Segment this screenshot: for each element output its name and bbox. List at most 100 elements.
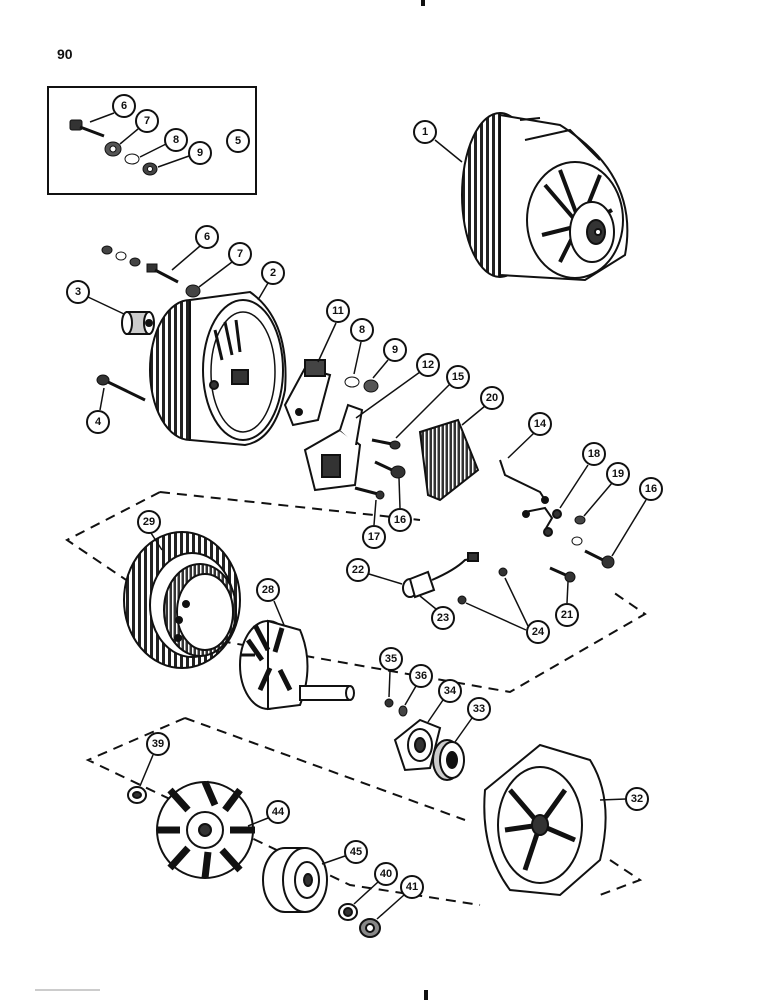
screw-16a [374, 460, 406, 479]
svg-text:5: 5 [235, 135, 241, 147]
svg-text:16: 16 [394, 514, 406, 526]
callout-17: 17 [362, 499, 386, 549]
svg-text:24: 24 [532, 626, 545, 638]
svg-text:36: 36 [415, 670, 427, 682]
callout-24: 24 [465, 577, 550, 644]
insulator [571, 536, 583, 546]
top-edge-mark [421, 0, 425, 6]
washer-19 [574, 515, 586, 525]
svg-text:19: 19 [612, 468, 624, 480]
regulator-12 [303, 403, 364, 492]
svg-text:23: 23 [437, 612, 449, 624]
callout-35: 35 [379, 647, 403, 698]
svg-text:9: 9 [197, 147, 203, 159]
callout-7-inset: 7 [119, 109, 159, 145]
svg-text:1: 1 [422, 126, 428, 138]
svg-text:8: 8 [359, 324, 365, 336]
callout-41: 41 [376, 875, 424, 920]
kit-inset-box [47, 86, 257, 195]
svg-text:35: 35 [385, 653, 397, 665]
washer-36 [398, 705, 408, 717]
screw-35 [384, 698, 394, 708]
screw-17 [354, 486, 385, 500]
collar-39 [127, 786, 147, 804]
svg-text:3: 3 [75, 286, 81, 298]
washer-8 [344, 376, 360, 388]
screw-21 [549, 566, 576, 583]
slip-ring-end-frame [149, 290, 287, 447]
svg-text:33: 33 [473, 703, 485, 715]
callout-9: 9 [372, 338, 407, 379]
callout-21: 21 [555, 581, 579, 627]
svg-text:12: 12 [422, 359, 434, 371]
svg-text:2: 2 [270, 267, 276, 279]
callout-15: 15 [395, 365, 470, 439]
screw-24b [457, 595, 467, 605]
page-number: 90 [57, 46, 73, 62]
callout-9-inset: 9 [157, 141, 212, 168]
bearing-3 [121, 311, 155, 335]
svg-text:14: 14 [534, 418, 547, 430]
stator-29 [123, 531, 241, 669]
svg-text:22: 22 [352, 564, 364, 576]
svg-text:18: 18 [588, 448, 600, 460]
bottom-edge-mark [424, 990, 428, 1000]
callout-5: 5 [226, 129, 250, 153]
diode-trio-14 [499, 459, 549, 504]
screw-16b [584, 549, 615, 569]
svg-text:28: 28 [262, 584, 274, 596]
alternator-assembly [461, 112, 629, 282]
bearing-33 [432, 739, 465, 781]
svg-text:4: 4 [95, 416, 102, 428]
callout-18: 18 [559, 442, 606, 509]
callout-3: 3 [66, 280, 125, 315]
svg-text:11: 11 [332, 305, 344, 317]
screw-24a [498, 567, 508, 577]
washer-40 [338, 903, 358, 921]
rotor-28 [239, 619, 355, 711]
fan-44 [156, 780, 255, 879]
callout-32: 32 [599, 787, 649, 811]
svg-text:16: 16 [645, 483, 657, 495]
callout-16-b: 16 [611, 477, 663, 557]
svg-text:34: 34 [444, 685, 457, 697]
callout-1: 1 [413, 120, 463, 163]
callout-8-inset: 8 [139, 128, 188, 158]
callout-12: 12 [355, 353, 440, 419]
callout-36: 36 [404, 664, 433, 706]
screw-15 [371, 438, 401, 450]
callout-23: 23 [419, 595, 455, 630]
nut-9 [363, 379, 379, 393]
callout-28: 28 [256, 578, 285, 626]
callout-20: 20 [461, 386, 504, 426]
inset-nut-9 [142, 162, 158, 176]
callout-16-a: 16 [388, 477, 412, 532]
callout-45: 45 [321, 840, 368, 865]
svg-text:32: 32 [631, 793, 643, 805]
callout-34: 34 [427, 679, 462, 723]
terminal-18 [522, 506, 562, 537]
svg-text:7: 7 [237, 248, 243, 260]
svg-text:45: 45 [350, 846, 362, 858]
svg-text:17: 17 [368, 531, 380, 543]
svg-text:41: 41 [406, 881, 418, 893]
retainer-plate-34 [393, 718, 442, 772]
nut-41 [359, 918, 381, 938]
pulley-45 [262, 847, 328, 913]
terminal-nuts [101, 245, 201, 298]
callout-7: 7 [198, 242, 252, 288]
callout-44: 44 [247, 800, 290, 827]
svg-text:7: 7 [144, 115, 150, 127]
callout-4: 4 [86, 387, 110, 434]
through-bolt-4 [96, 374, 146, 402]
callout-14: 14 [507, 412, 552, 459]
svg-text:44: 44 [272, 806, 285, 818]
inset-nut-7 [104, 141, 122, 157]
dashed-group-upper [65, 491, 647, 694]
callout-8: 8 [350, 318, 374, 375]
callout-22: 22 [346, 558, 403, 585]
callout-6: 6 [171, 225, 219, 271]
callout-6-inset: 6 [89, 94, 136, 123]
svg-text:8: 8 [173, 134, 179, 146]
